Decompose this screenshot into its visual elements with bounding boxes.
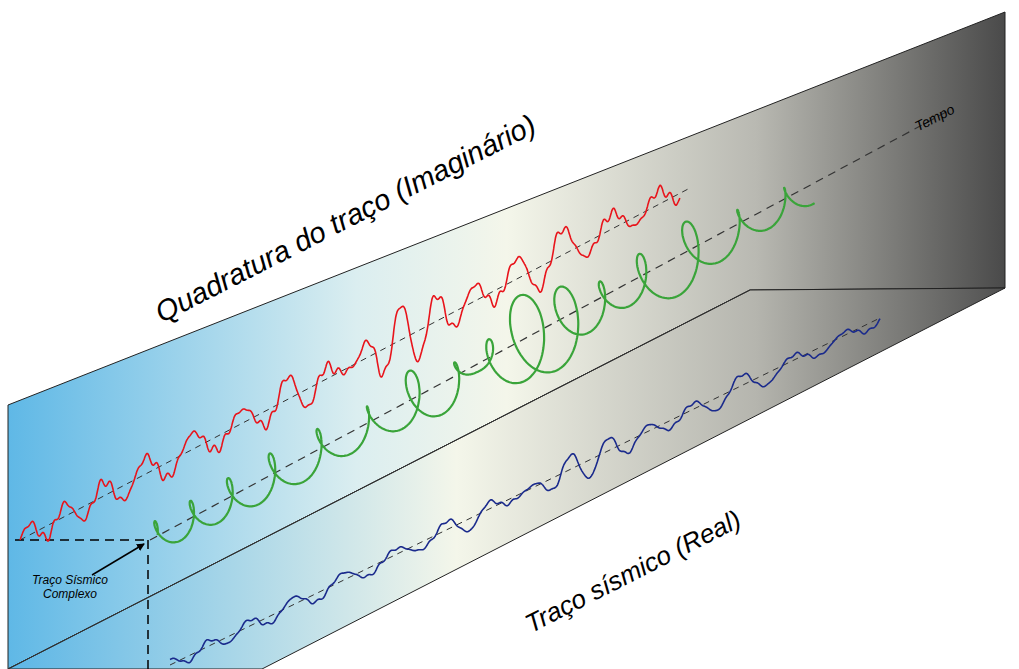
projection-dash: [147, 540, 149, 669]
projection-dash: [15, 539, 148, 541]
complex-trace: [154, 188, 814, 543]
leader-arrow: [92, 544, 144, 575]
callout-label: Traço Sísmico Complexo: [22, 574, 118, 602]
real-plane: [8, 288, 1005, 669]
time-axis: [150, 110, 950, 540]
quadrature-plane: [8, 12, 1005, 669]
quadrature-trace: [20, 185, 680, 541]
axis-label: Traço sísmico (Real): [520, 504, 746, 640]
floor-axis: [170, 318, 880, 665]
real-trace: [170, 319, 880, 663]
fold-line: [8, 290, 750, 669]
